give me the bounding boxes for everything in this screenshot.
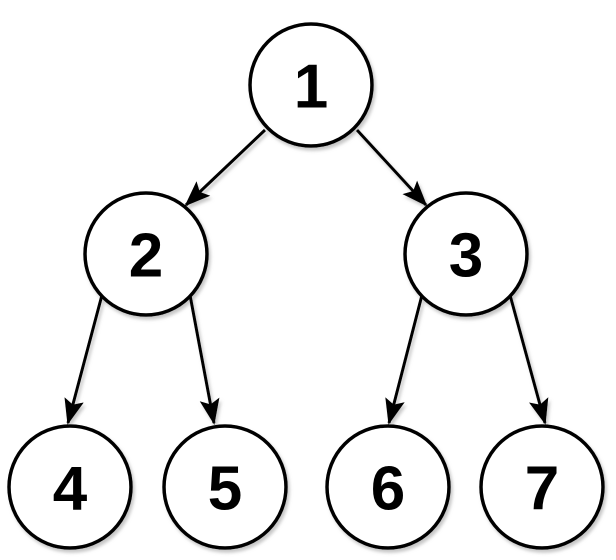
tree-edge-2-4: [64, 294, 104, 425]
node-label: 7: [525, 454, 559, 523]
tree-edge-1-3: [355, 128, 428, 207]
node-label: 3: [449, 221, 483, 290]
node-circle: [325, 424, 451, 550]
node-label: 5: [208, 454, 242, 523]
node-label: 1: [294, 52, 328, 121]
tree-node-4: 4: [7, 424, 133, 550]
tree-node-5: 5: [162, 424, 288, 550]
node-circle: [479, 424, 605, 550]
node-label: 2: [129, 221, 163, 290]
tree-node-3: 3: [403, 191, 529, 317]
node-circle: [7, 424, 133, 550]
tree-node-2: 2: [83, 191, 209, 317]
tree-node-6: 6: [325, 424, 451, 550]
node-label: 4: [53, 454, 88, 523]
tree-node-7: 7: [479, 424, 605, 550]
node-label: 6: [371, 454, 405, 523]
tree-edge-1-2: [184, 128, 267, 207]
tree-edge-2-5: [188, 294, 220, 425]
node-circle: [83, 191, 209, 317]
tree-node-1: 1: [248, 22, 374, 148]
tree-edge-3-7: [508, 294, 549, 425]
node-circle: [248, 22, 374, 148]
node-circle: [403, 191, 529, 317]
node-circle: [162, 424, 288, 550]
tree-edge-3-6: [385, 294, 424, 425]
